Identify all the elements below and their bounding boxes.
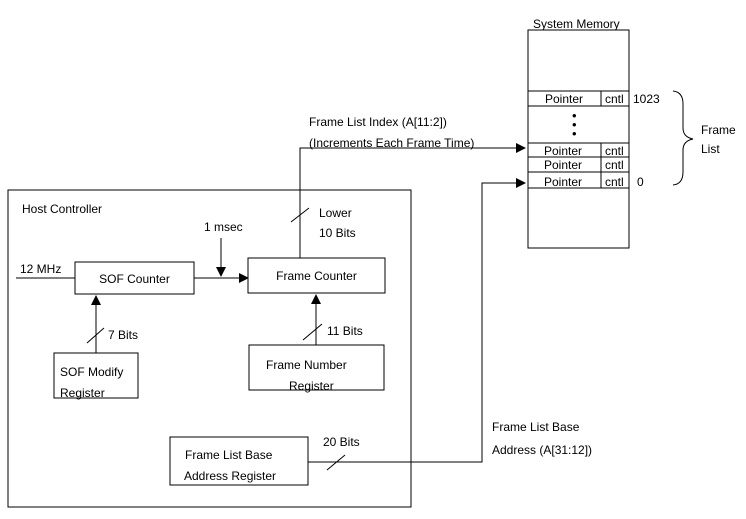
memory-cntl-row: cntl [605,144,624,158]
frame-number-label-line2: Register [289,379,334,393]
twenty-bits-slash [326,454,346,471]
memory-cntl-1023: cntl [605,92,624,106]
frame-list-base-address-label: Frame List Base [492,420,580,434]
frame-list-base-address-arrow [308,178,526,463]
clock-input-label: 12 MHz [20,262,61,276]
memory-cntl-0: cntl [605,175,624,189]
ellipsis-dot: • [572,126,577,141]
host-controller-title: Host Controller [22,202,102,216]
frame-list-base-register-block [169,436,309,486]
memory-cntl-row: cntl [605,158,624,172]
frame-number-label-line1: Frame Number [266,358,347,372]
memory-pointer-row: Pointer [544,158,582,172]
lower-bits-label: Lower [319,206,352,220]
frame-counter-label: Frame Counter [276,269,357,283]
frame-list-index-arrow [299,143,526,258]
eleven-bits-label: 11 Bits [327,324,363,338]
sof-modify-label-line1: SOF Modify [60,365,123,379]
frame-list-base-address-range: Address (A[31:12]) [492,443,592,457]
sof-modify-register-block [53,352,139,399]
index-1023: 1023 [633,92,660,106]
ellipsis-dot: • [572,117,577,132]
frame-list-index-label: Frame List Index (A[11:2]) [309,115,447,129]
lower-bits-slash [290,207,310,223]
sof-counter-label: SOF Counter [99,272,170,286]
ellipsis-dot: • [572,108,577,123]
frame-counter-block [247,257,386,294]
seven-bits-slash [86,327,105,344]
frame-list-label-line1: Frame [701,123,736,137]
memory-pointer-row: Pointer [544,144,582,158]
frame-list-base-register-line1: Frame List Base [185,448,273,462]
host-controller-block [7,189,412,508]
seven-bits-label: 7 Bits [108,328,138,342]
frame-list-index-sublabel: (Increments Each Frame Time) [309,136,474,150]
frame-list-brace [672,90,694,186]
sof-modify-label-line2: Register [60,386,105,400]
frame-list-base-register-line2: Address Register [184,469,276,483]
lower-bits-count: 10 Bits [319,226,356,240]
sof-counter-block [74,261,195,295]
system-memory-block [527,29,630,249]
one-msec-label: 1 msec [204,220,243,234]
frame-number-register-block [248,344,385,391]
memory-pointer-0: Pointer [544,175,582,189]
index-0: 0 [637,175,644,189]
memory-pointer-1023: Pointer [545,92,583,106]
frame-list-label-line2: List [701,142,720,156]
eleven-bits-slash [302,323,323,341]
twenty-bits-label: 20 Bits [323,435,360,449]
system-memory-title: System Memory [533,17,620,31]
